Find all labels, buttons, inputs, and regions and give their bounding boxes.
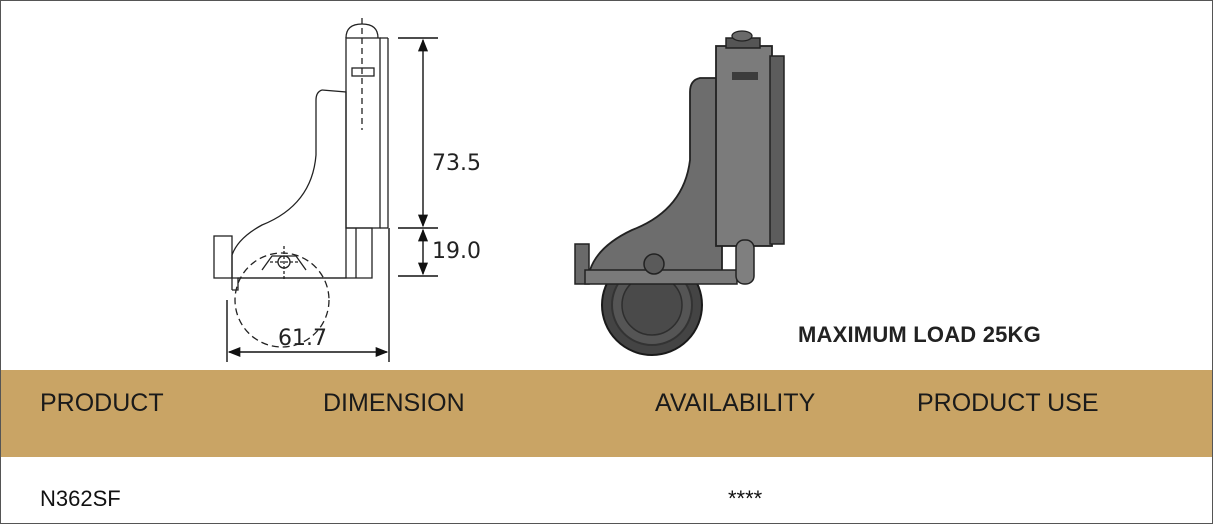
dimension-height-lower: 19.0 [432,239,481,264]
left-stub [213,235,233,279]
dimension-width: 61.7 [278,326,327,351]
table-header-band [1,370,1212,457]
column-header-availability: AVAILABILITY [655,389,816,417]
technical-drawing [213,18,389,348]
wheel-outline [234,252,330,348]
product-body [589,77,723,283]
body-outline [231,89,323,290]
maximum-load-label: MAXIMUM LOAD 25KG [798,322,1041,347]
table-row-product: N362SF [40,486,121,511]
dimension-height-upper: 73.5 [432,151,481,176]
dimension-lines [226,37,438,362]
product-photo [574,30,785,356]
column-header-dimension: DIMENSION [323,389,465,417]
back-plate [345,37,381,229]
table-row-availability: **** [728,486,763,511]
product-drawing: 73.5 19.0 61.7 [213,18,785,362]
column-header-product: PRODUCT [40,389,164,417]
column-header-product-use: PRODUCT USE [917,389,1099,417]
